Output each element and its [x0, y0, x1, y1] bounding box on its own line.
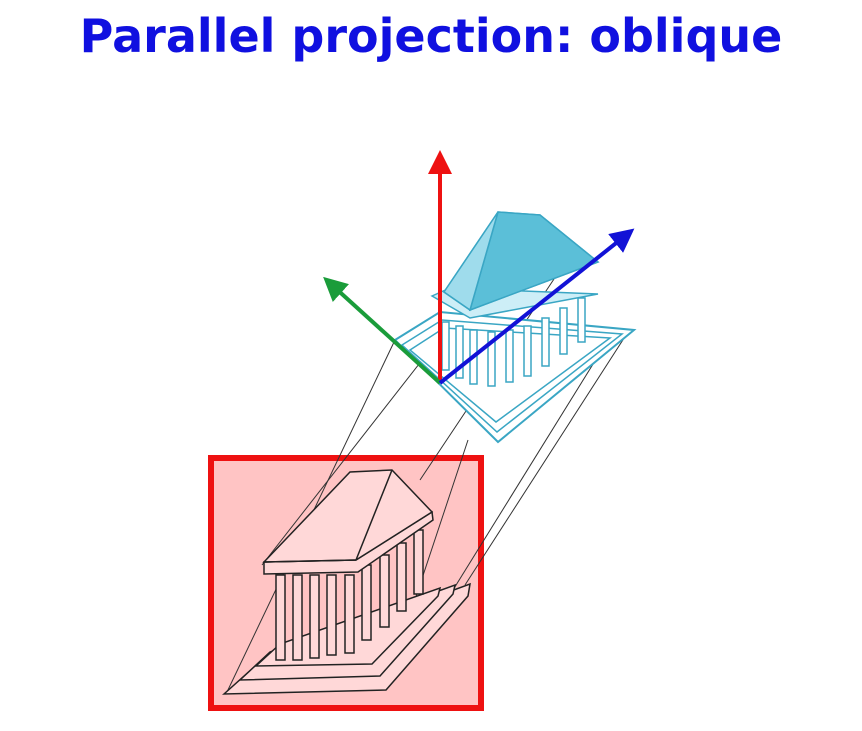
axis-left-arrow [323, 276, 442, 385]
temple-3d-icon [393, 211, 637, 444]
axis-right-arrow [438, 228, 635, 385]
page-title: Parallel projection: oblique [79, 9, 783, 63]
coordinate-axes [323, 150, 635, 385]
temple-projected-icon [221, 469, 471, 695]
